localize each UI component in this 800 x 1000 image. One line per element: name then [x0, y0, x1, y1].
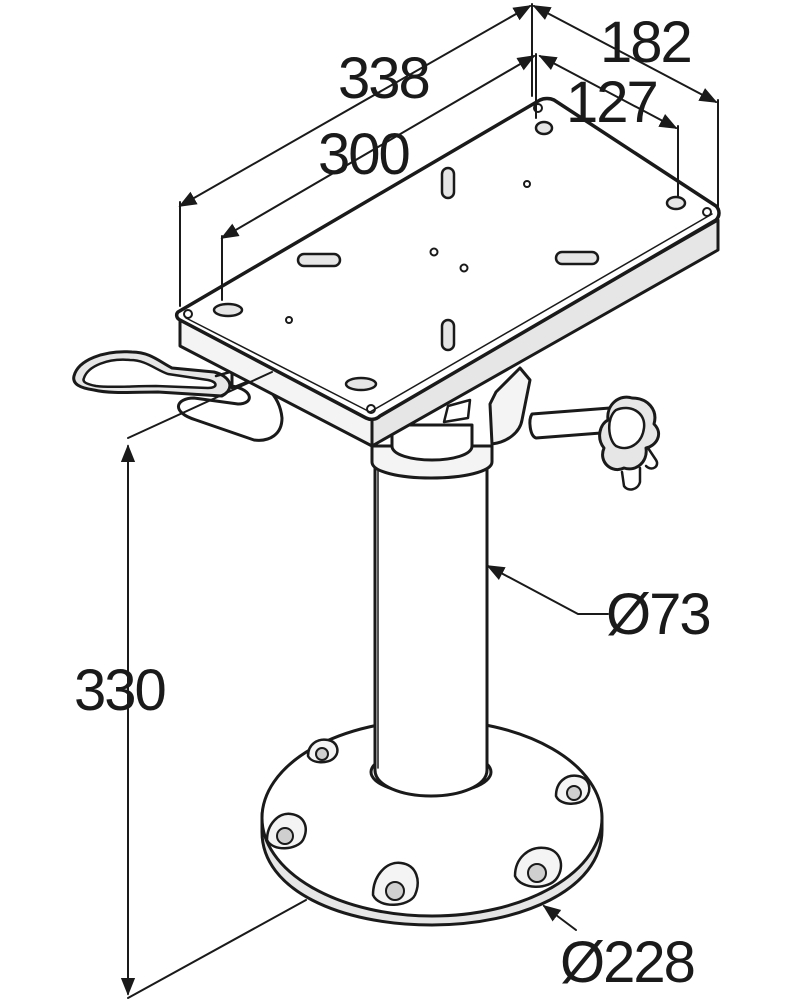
swivel-housing — [370, 366, 532, 480]
label-338: 338 — [338, 46, 429, 111]
label-base-diameter: Ø228 — [560, 930, 694, 995]
label-column-diameter: Ø73 — [606, 582, 710, 647]
seat-plate — [174, 96, 721, 448]
label-330: 330 — [74, 658, 165, 723]
label-182: 182 — [600, 10, 691, 75]
release-lever — [72, 350, 284, 442]
dimension-labels: 338 300 182 127 330 Ø73 Ø228 — [74, 10, 712, 995]
label-127: 127 — [566, 70, 657, 135]
label-300: 300 — [318, 122, 409, 187]
pedestal-column — [369, 450, 493, 798]
base-bolt-holes — [265, 738, 591, 906]
dimension-lines — [120, 3, 719, 999]
lock-knob — [528, 395, 660, 491]
